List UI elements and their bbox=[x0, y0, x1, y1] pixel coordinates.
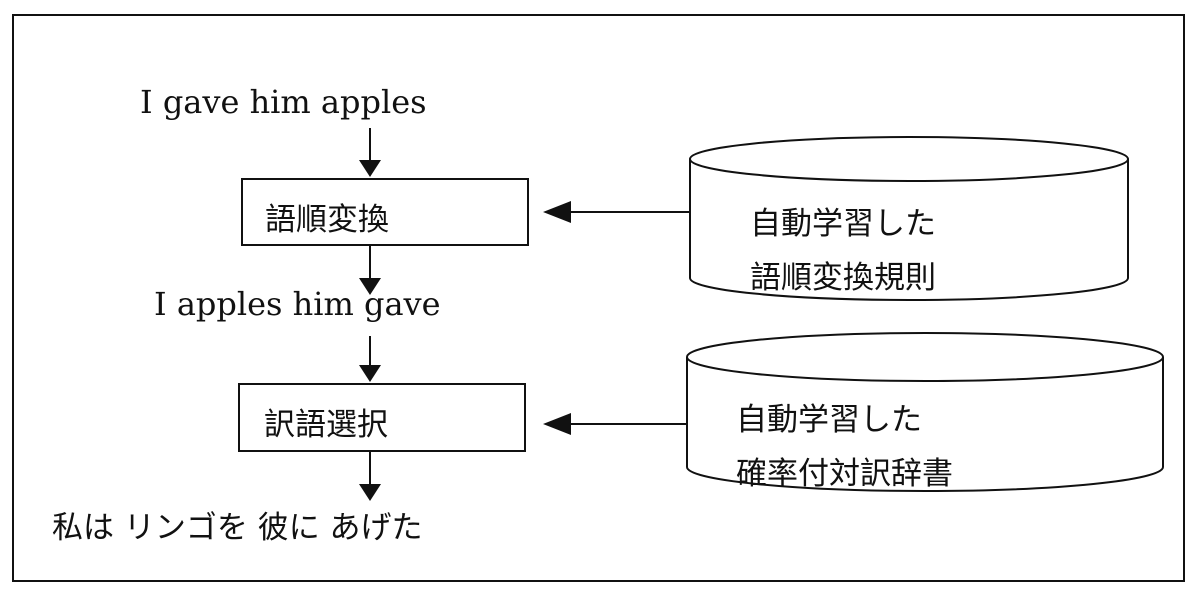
db2-line1: 自動学習した bbox=[736, 402, 922, 438]
db2-line2: 確率付対訳辞書 bbox=[736, 456, 953, 492]
arrowhead-input-to-step1 bbox=[359, 160, 381, 177]
db1-line2: 語順変換規則 bbox=[750, 260, 936, 296]
diagram-frame bbox=[12, 14, 1185, 582]
step2-label: 訳語選択 bbox=[264, 407, 388, 443]
intermediate-sentence: I apples him gave bbox=[154, 285, 441, 323]
arrowhead-db1-to-step1 bbox=[543, 201, 571, 223]
output-sentence: 私は リンゴを 彼に あげた bbox=[52, 510, 423, 546]
arrowhead-intermediate-to-step2 bbox=[359, 365, 381, 382]
arrowhead-db2-to-step2 bbox=[543, 413, 571, 435]
database-cylinder-1 bbox=[689, 136, 1129, 301]
step1-label: 語順変換 bbox=[265, 202, 389, 238]
translation-selection-box: 訳語選択 bbox=[238, 383, 526, 452]
arrowhead-step2-to-output bbox=[359, 484, 381, 501]
database-cylinder-2 bbox=[686, 332, 1164, 492]
arrowhead-step1-to-intermediate bbox=[359, 278, 381, 295]
input-sentence: I gave him apples bbox=[140, 83, 427, 121]
word-order-conversion-box: 語順変換 bbox=[241, 178, 529, 246]
db1-line1: 自動学習した bbox=[750, 206, 936, 242]
